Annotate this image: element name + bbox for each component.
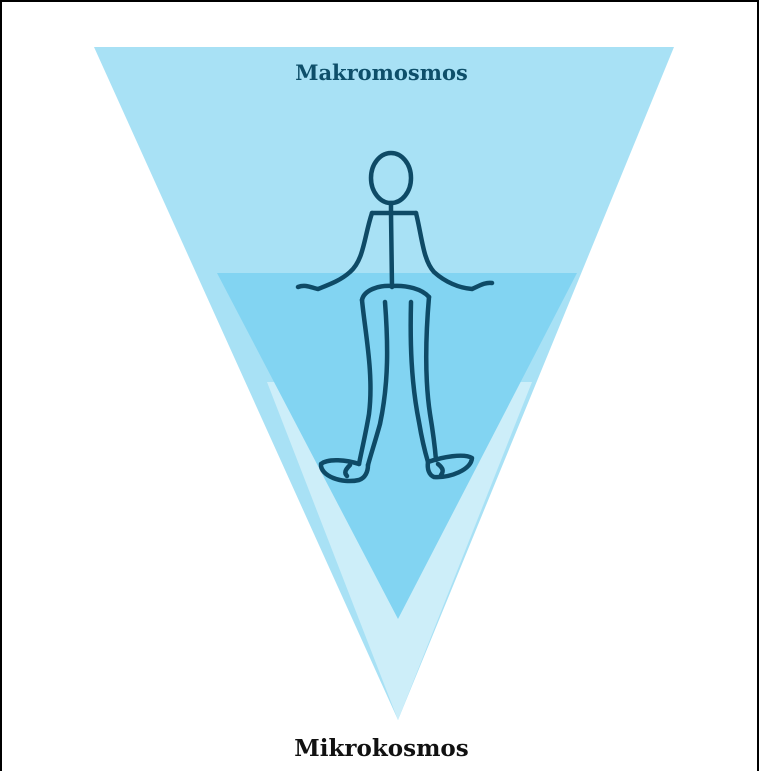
figure-torso [391, 213, 392, 287]
macrocosm-label: Makromosmos [2, 60, 759, 85]
microcosm-label: Mikrokosmos [2, 735, 759, 762]
inner-triangle [217, 273, 577, 619]
